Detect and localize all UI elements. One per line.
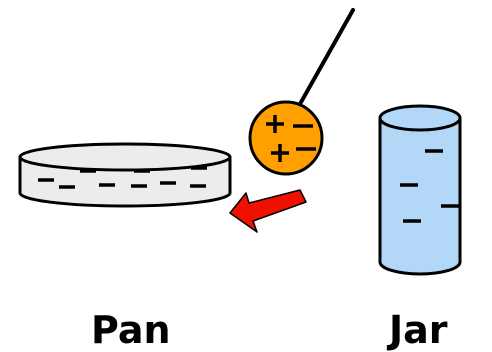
sphere-positive-charge: [271, 144, 289, 162]
charged-sphere: [248, 100, 324, 176]
pan: [18, 142, 232, 208]
jar-rim: [378, 104, 462, 132]
jar: [378, 104, 462, 276]
pan-charges: [38, 166, 207, 189]
pan-label: Pan: [91, 308, 171, 352]
arrow-icon: [229, 189, 307, 233]
pan-rim: [18, 142, 232, 172]
sphere-charges: [266, 115, 316, 162]
sphere-string: [298, 8, 355, 106]
jar-body: [378, 116, 462, 276]
sphere-positive-charge: [266, 115, 284, 133]
sphere-body: [248, 100, 324, 176]
jar-label: Jar: [389, 308, 448, 352]
jar-charges: [400, 149, 459, 223]
